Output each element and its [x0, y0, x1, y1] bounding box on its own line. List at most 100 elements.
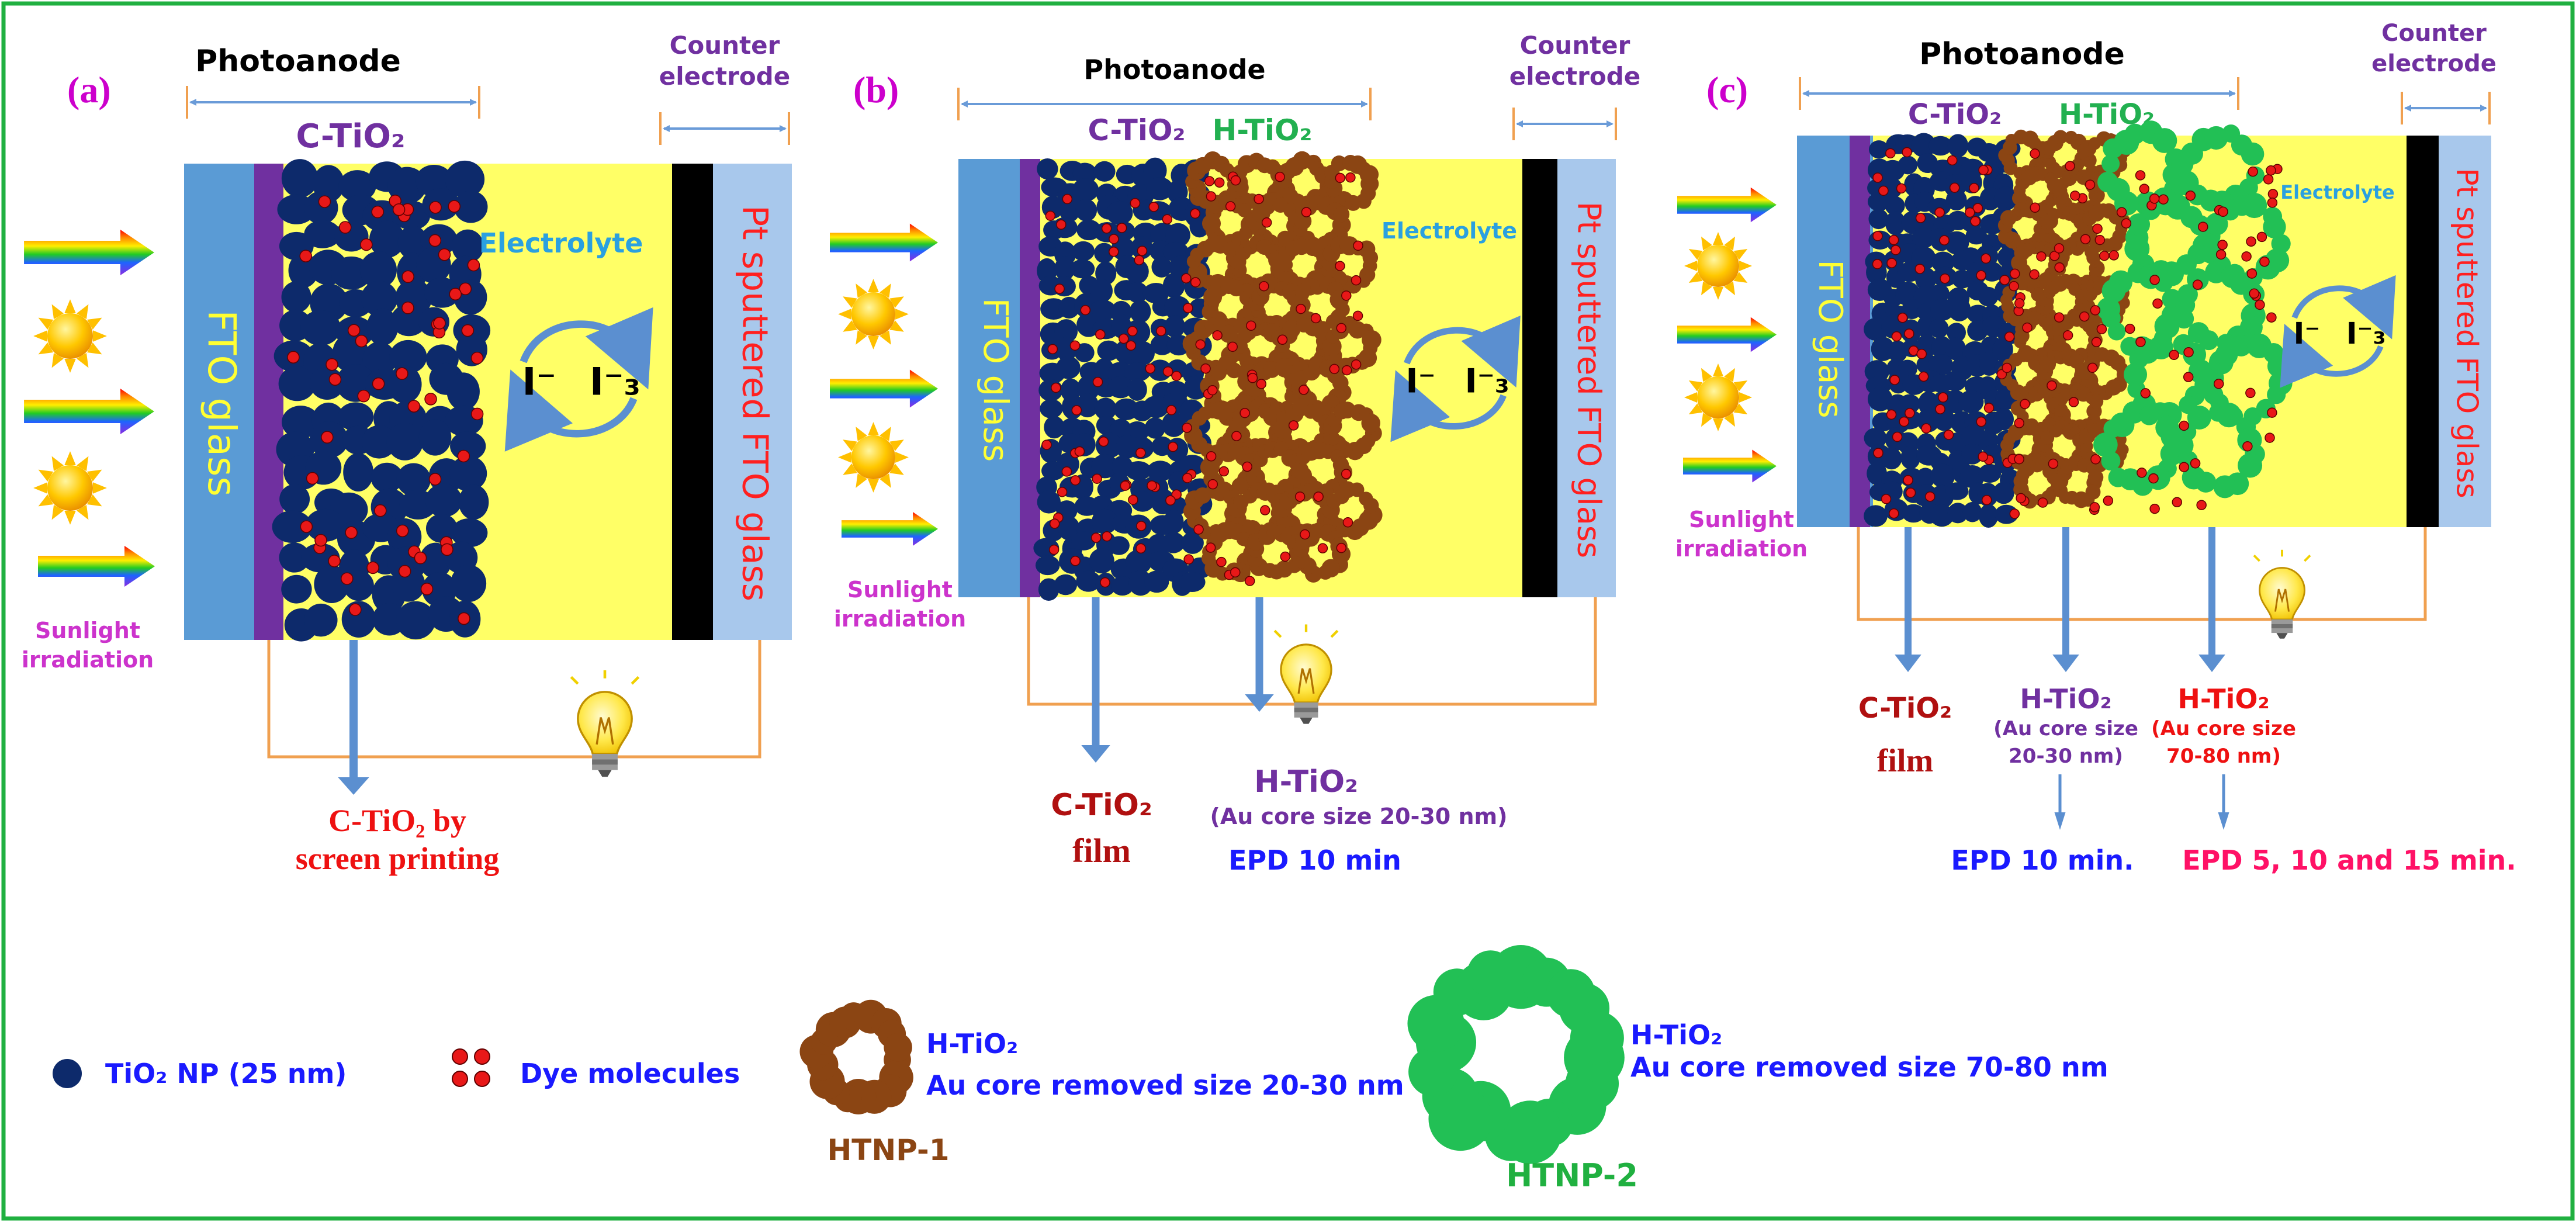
dye-molecule	[2217, 240, 2228, 250]
rainbow-arrow-icon	[1677, 187, 1777, 223]
dye-molecule	[2090, 454, 2101, 465]
sunlight-label-2: irradiation	[1675, 536, 1808, 562]
htnp1-sub-2: 20-30 nm)	[2009, 745, 2123, 768]
iodide-label: I⁻	[1405, 362, 1435, 400]
dye-molecule	[2245, 387, 2256, 399]
dye-molecule	[1101, 223, 1112, 234]
dye-molecule	[1171, 371, 1182, 382]
dye-molecule	[1336, 323, 1347, 334]
dye-molecule	[1069, 340, 1081, 351]
dye-molecule	[2124, 323, 2135, 334]
dye-molecule	[1116, 223, 1127, 233]
tio2-particle	[1885, 196, 1905, 216]
ctio2-label: C-TiO₂	[1908, 98, 2002, 131]
tio2-particle	[1162, 273, 1185, 299]
dye-molecule	[1193, 524, 1204, 535]
tio2-particle	[369, 220, 405, 258]
hollow-particle	[1324, 155, 1379, 211]
tio2-particle	[1092, 508, 1118, 534]
triiodide-label: I⁻₃	[1465, 362, 1509, 400]
tio2-particle	[338, 170, 376, 202]
epd-label-2: EPD 5, 10 and 15 min.	[2182, 844, 2516, 876]
dye-molecule	[1061, 466, 1072, 477]
dye-molecule	[1261, 217, 1272, 228]
dye-molecule	[448, 200, 461, 213]
dye-molecule	[2029, 269, 2040, 280]
dye-molecule	[1207, 479, 1218, 490]
dye-molecule	[1915, 213, 1926, 223]
hollow-particle	[2080, 203, 2131, 253]
output-arrow	[338, 640, 369, 795]
tio2-particle	[304, 220, 341, 248]
panel-a-bottom-1: C-TiO₂ by	[328, 803, 466, 838]
pt-glass-label: Pt sputtered FTO glass	[1570, 202, 1607, 558]
dye-molecule	[1156, 326, 1166, 337]
tio2-particle	[397, 225, 428, 259]
htio2-sub: (Au core size 20-30 nm)	[1210, 804, 1508, 829]
tio2-particle	[1127, 282, 1148, 303]
dye-molecule-layer	[1041, 171, 1363, 588]
dye-molecule	[328, 555, 341, 567]
dye-molecule	[470, 407, 484, 421]
tio2-particle	[1993, 186, 2018, 211]
photoanode-label: Photoanode	[1083, 54, 1265, 85]
dye-molecule	[1247, 373, 1258, 383]
tio2-particle	[1054, 255, 1075, 281]
tio2-particle	[1916, 468, 1936, 489]
dye-molecule	[1886, 409, 1897, 420]
tio2-particle	[1093, 161, 1116, 182]
dye-molecule	[2020, 399, 2030, 410]
fto-glass-label: FTO glass	[1811, 259, 1849, 418]
dye-molecule	[1168, 441, 1178, 452]
htnp1-output-arrow	[2052, 527, 2079, 672]
dye-molecule	[2016, 493, 2026, 504]
counter-label-1: Counter	[2381, 20, 2487, 47]
tio2-particle	[1958, 390, 1984, 414]
tio2-particle	[390, 304, 427, 337]
tio2-particle	[1094, 397, 1117, 420]
rainbow-arrow-icon	[1677, 317, 1777, 352]
dye-molecule	[2096, 324, 2107, 334]
dye-molecule	[1345, 172, 1356, 183]
dye-molecule	[1102, 531, 1112, 542]
tio2-particle	[1978, 286, 1999, 307]
dye-molecule	[318, 195, 331, 208]
tio2-particle	[1965, 226, 1988, 245]
photoanode-label: Photoanode	[195, 44, 401, 79]
tio2-particle	[1111, 576, 1134, 596]
dye-molecule	[1242, 461, 1252, 472]
tio2-particle	[1977, 143, 2000, 162]
tio2-particle	[1944, 371, 1966, 392]
dye-molecule	[1148, 202, 1159, 212]
iodide-label: I⁻	[522, 361, 556, 404]
dye-molecule	[2267, 189, 2279, 199]
dye-molecule	[2092, 223, 2103, 234]
htnp2-title: H-TiO₂	[2177, 683, 2269, 715]
tio2-particle	[1912, 227, 1936, 248]
ctio2-output-arrow	[1081, 597, 1110, 763]
sun-icon	[33, 299, 107, 373]
hollow-particle	[1322, 316, 1382, 375]
triiodide-label: I⁻₃	[2346, 316, 2386, 351]
dye-molecule	[1342, 517, 1353, 528]
dye-molecule	[1886, 258, 1897, 268]
dye-molecule	[1206, 191, 1217, 202]
rainbow-arrow-icon	[38, 546, 155, 587]
dye-molecule	[2103, 496, 2114, 506]
sun-icon	[1684, 232, 1752, 300]
counter-label-2: electrode	[2371, 50, 2497, 77]
dye-molecule	[1938, 392, 1948, 403]
dye-molecule	[1949, 182, 1960, 193]
dye-molecule	[1128, 494, 1138, 506]
fto-glass-label: FTO glass	[976, 298, 1016, 462]
sunlight-label-2: irradiation	[22, 647, 154, 673]
counter-dimension	[1512, 108, 1617, 140]
tio2-particle	[1076, 393, 1099, 418]
dye-molecule	[1981, 494, 1992, 506]
dye-molecule	[1218, 466, 1230, 477]
tio2-particle	[1864, 505, 1888, 527]
dye-molecule	[1080, 304, 1091, 316]
tio2-particle	[1930, 504, 1954, 527]
